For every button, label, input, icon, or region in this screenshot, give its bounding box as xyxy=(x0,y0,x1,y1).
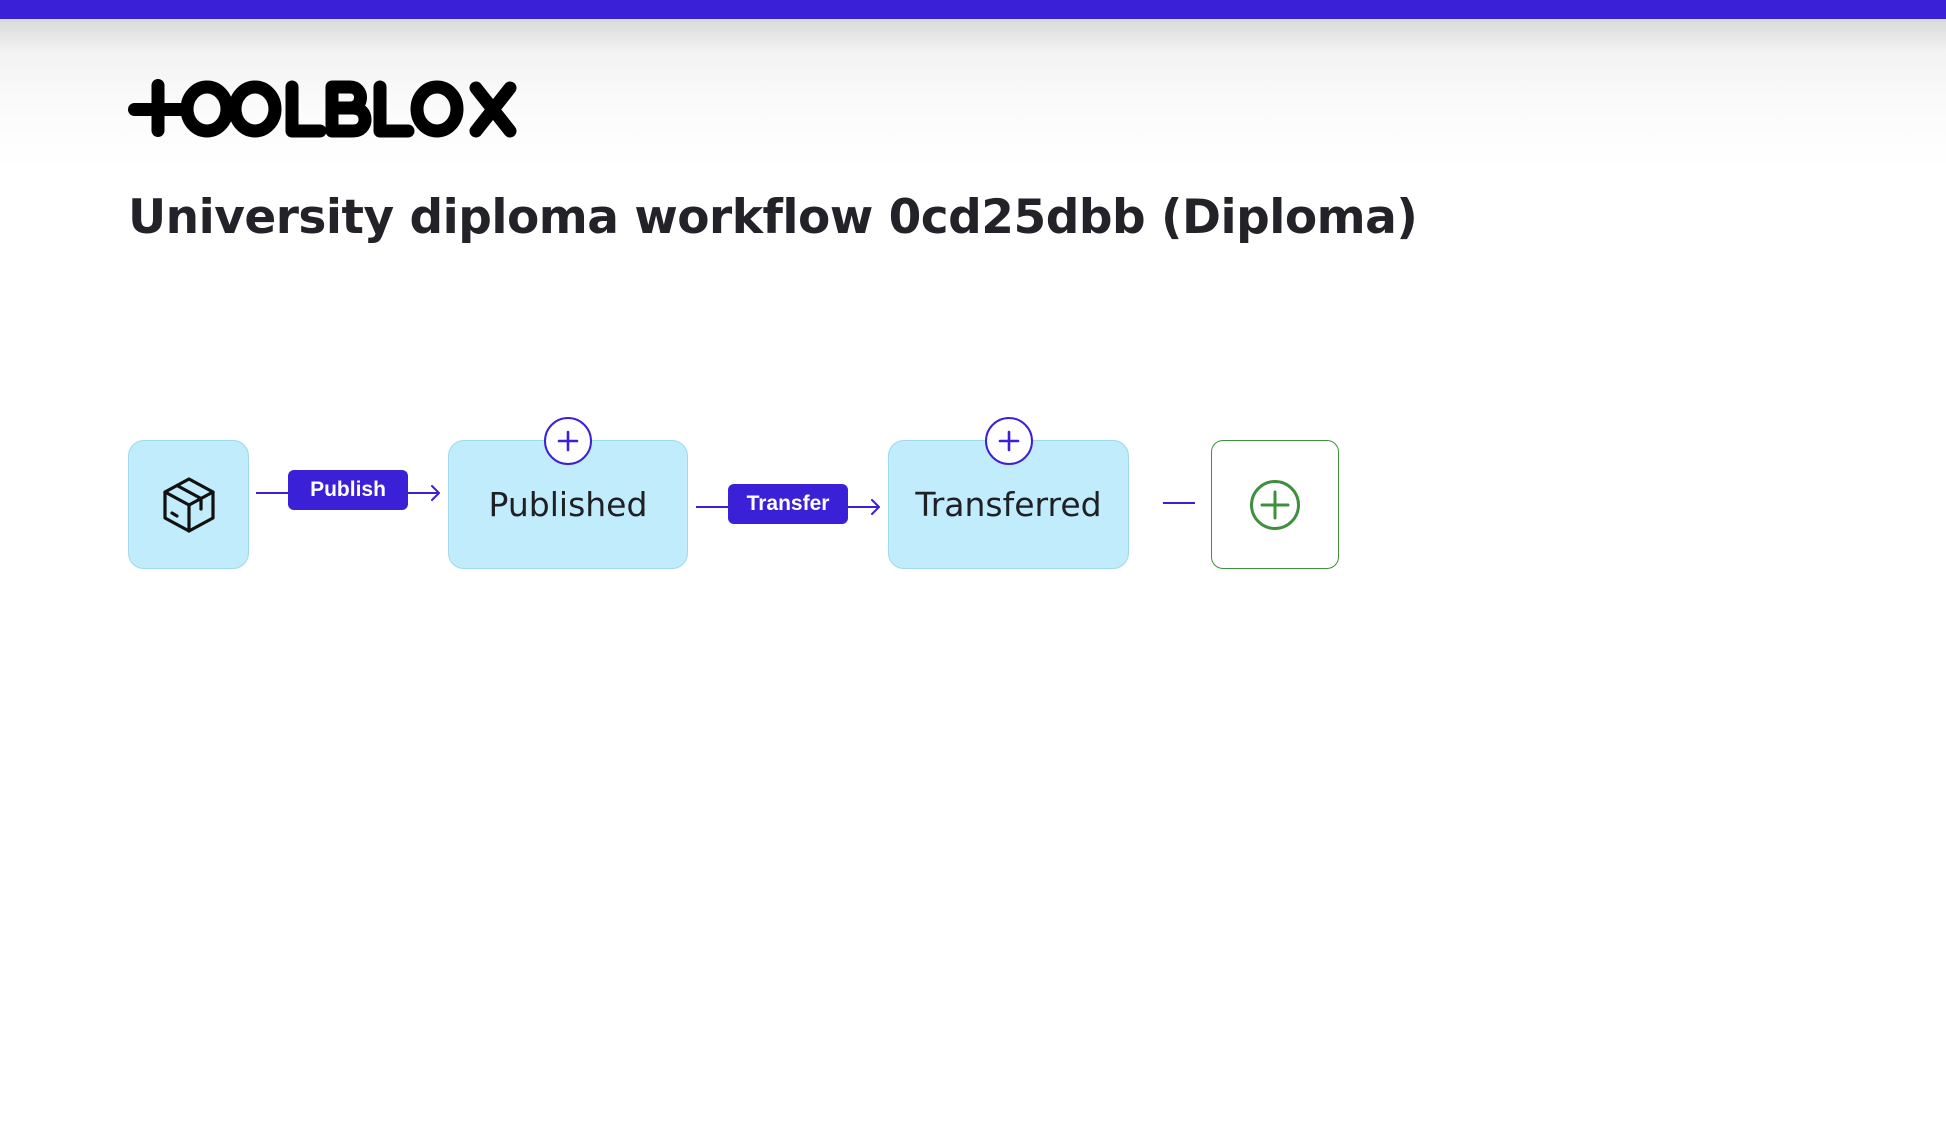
plus-icon xyxy=(998,430,1020,452)
state-node-published[interactable]: Published xyxy=(448,440,688,569)
add-state-button[interactable] xyxy=(1211,440,1339,569)
toolblox-logo[interactable] xyxy=(128,79,520,141)
top-accent-bar xyxy=(0,0,1946,19)
add-transition-button[interactable] xyxy=(985,417,1033,465)
connector-line xyxy=(696,506,728,508)
plus-icon xyxy=(557,430,579,452)
connector-line xyxy=(1163,502,1195,504)
state-label: Published xyxy=(488,485,648,524)
page-title: University diploma workflow 0cd25dbb (Di… xyxy=(128,190,1418,245)
workflow-start-node[interactable] xyxy=(128,440,249,569)
transition-transfer-button[interactable]: Transfer xyxy=(728,484,848,524)
arrow-right-icon xyxy=(408,485,440,501)
add-transition-button[interactable] xyxy=(544,417,592,465)
transition-publish-button[interactable]: Publish xyxy=(288,470,408,510)
state-label: Transferred xyxy=(915,485,1102,524)
header xyxy=(0,19,1946,169)
connector-line xyxy=(256,492,288,494)
package-box-icon xyxy=(162,476,215,533)
plus-circle-icon xyxy=(1250,479,1300,530)
arrow-right-icon xyxy=(848,499,880,515)
